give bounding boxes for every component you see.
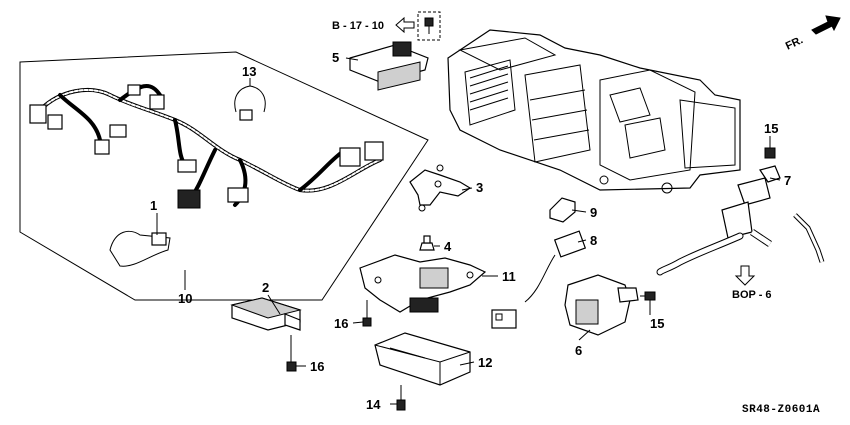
callout-12: 12 — [478, 355, 492, 370]
callout-16a: 16 — [334, 316, 348, 331]
arrow-down-icon — [734, 265, 756, 286]
sensor-6 — [564, 274, 639, 336]
front-label: FR. — [784, 34, 805, 52]
callout-labels: 1 2 3 4 5 6 7 8 9 10 11 12 13 14 15 15 1… — [150, 50, 791, 412]
power-transistor-5 — [349, 41, 429, 91]
sub-harness-8 — [491, 230, 587, 329]
callout-13: 13 — [242, 64, 256, 79]
callout-16b: 16 — [310, 359, 324, 374]
callout-14: 14 — [366, 397, 381, 412]
relay-bracket-11 — [359, 254, 487, 313]
screw-15a — [764, 136, 776, 159]
bottom-reference: BOP - 6 — [732, 265, 772, 301]
callout-10: 10 — [178, 291, 192, 306]
callout-11: 11 — [502, 269, 516, 284]
reference-bop-6: BOP - 6 — [732, 289, 772, 301]
heater-unit — [447, 29, 741, 194]
diagram-code: SR48-Z0601A — [742, 404, 820, 416]
cover-12 — [374, 332, 471, 386]
clip-9 — [549, 197, 576, 223]
screw-15b — [640, 291, 656, 301]
callout-2: 2 — [262, 280, 269, 295]
callout-9: 9 — [590, 205, 597, 220]
arrow-right-icon — [811, 15, 841, 35]
callout-15b: 15 — [650, 316, 664, 331]
wire-harness-panel — [19, 51, 429, 301]
harness-clip-13 — [234, 85, 266, 121]
screw-16a — [362, 300, 372, 327]
callout-6: 6 — [575, 343, 582, 358]
callout-8: 8 — [590, 233, 597, 248]
leader-lines — [156, 57, 781, 405]
top-reference: B - 17 - 10 — [332, 11, 441, 41]
aspirator-hose-7 — [656, 165, 825, 276]
front-direction: FR. — [784, 15, 841, 53]
callout-1: 1 — [150, 198, 157, 213]
screw-16b — [286, 335, 297, 372]
arrow-left-icon — [395, 16, 415, 34]
control-unit-2 — [230, 297, 302, 331]
callout-15a: 15 — [764, 121, 778, 136]
callout-3: 3 — [476, 180, 483, 195]
callout-4: 4 — [444, 239, 452, 254]
callout-5: 5 — [332, 50, 339, 65]
grommet-4 — [419, 235, 435, 251]
bracket-3 — [409, 164, 472, 212]
reference-b-17-10: B - 17 - 10 — [332, 20, 384, 32]
callout-7: 7 — [784, 173, 791, 188]
screw-14 — [396, 385, 406, 411]
